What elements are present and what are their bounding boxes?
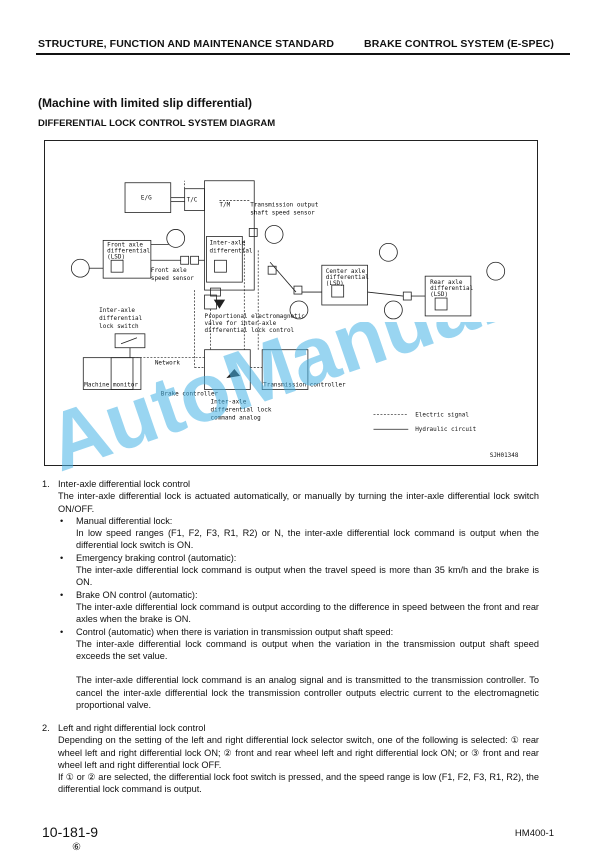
- bullet-variation: • Control (automatic) when there is vari…: [60, 626, 539, 662]
- bullet-emergency: • Emergency braking control (automatic):…: [60, 552, 539, 588]
- network-label: Network: [155, 360, 181, 367]
- brake-controller-box: [204, 349, 251, 390]
- bullet-manual-title: Manual differential lock:: [76, 515, 173, 526]
- transmission-controller-box: [261, 349, 309, 390]
- rear-wheel-left: [384, 300, 403, 320]
- front-diff-label-3: (LSD): [107, 253, 125, 260]
- rear-diff-label-2: differential: [430, 285, 473, 292]
- section-2-number: 2.: [42, 723, 50, 733]
- center-axle-diff-box: [321, 264, 368, 306]
- eg-label: E/G: [141, 195, 152, 202]
- machine-monitor-label: Machine monitor: [84, 381, 138, 388]
- inter-diff-label-2: differential: [210, 247, 253, 254]
- system-diagram: E/G T/C T/M Transmission output shaft sp…: [44, 140, 538, 466]
- valve-box: [204, 294, 217, 310]
- section-2: 2. Left and right differential lock cont…: [42, 722, 539, 796]
- bullet-manual-text: In low speed ranges (F1, F2, F3, R1, R2)…: [76, 528, 539, 551]
- lock-command-label-1: Inter-axle: [210, 398, 246, 405]
- valve-label-2: valve for inter-axle: [205, 320, 277, 327]
- section-2-text-2: If ① or ② are selected, the differential…: [58, 772, 539, 795]
- section-1: 1. Inter-axle differential lock control …: [42, 478, 539, 711]
- front-axle-diff-box: [102, 239, 152, 279]
- transmission-controller-label: Transmission controller: [263, 381, 346, 388]
- revision-mark: ⑥: [72, 842, 81, 853]
- engine-box: [124, 182, 172, 213]
- center-wheel-top: [379, 242, 398, 262]
- tc-label: T/C: [187, 197, 198, 204]
- section-title: DIFFERENTIAL LOCK CONTROL SYSTEM DIAGRAM: [38, 118, 276, 129]
- section-1-intro: The inter-axle differential lock is actu…: [58, 491, 539, 514]
- inter-axle-diff-box: [206, 236, 243, 283]
- section-1-number: 1.: [42, 479, 50, 489]
- bullet-variation-title: Control (automatic) when there is variat…: [76, 626, 394, 637]
- front-wheel-top: [166, 229, 186, 248]
- bullet-variation-text: The inter-axle differential lock command…: [76, 638, 539, 662]
- front-diff-label-1: Front axle: [107, 241, 143, 248]
- bullet-brake-on-title: Brake ON control (automatic):: [76, 589, 198, 600]
- tm-label: T/M: [219, 202, 230, 209]
- section-1-title: Inter-axle differential lock control: [58, 479, 191, 489]
- center-diff-label-2: differential: [326, 274, 369, 281]
- page-number: 10-181-9: [42, 824, 99, 840]
- valve-label-3: differential lock control: [205, 327, 295, 334]
- brake-controller-label: Brake controller: [161, 390, 219, 397]
- lock-command-label-2: differential lock: [210, 406, 271, 413]
- bullet-brake-on: • Brake ON control (automatic): The inte…: [60, 589, 539, 625]
- tm-sensor-label-2: shaft speed sensor: [250, 210, 315, 217]
- rear-diff-label-3: (LSD): [430, 291, 448, 298]
- upper-wheel: [264, 225, 284, 244]
- transmission-box: [204, 180, 255, 291]
- section-2-title: Left and right differential lock control: [58, 723, 206, 733]
- model-code: HM400-1: [514, 828, 554, 839]
- inter-diff-label-1: Inter-axle: [210, 239, 246, 246]
- rear-diff-label-1: Rear axle: [430, 279, 463, 286]
- bullet-manual: • Manual differential lock: In low speed…: [60, 515, 539, 551]
- machine-monitor-box: [82, 357, 134, 390]
- diagram-code: SJH01348: [490, 452, 519, 459]
- rear-axle-diff-box: [424, 275, 472, 317]
- diagram-svg: E/G T/C T/M Transmission output shaft sp…: [70, 180, 519, 459]
- front-sensor-label-1: Front axle: [151, 267, 187, 274]
- legend-hydraulic-label: Hydraulic circuit: [415, 426, 476, 433]
- center-wheel-left: [289, 300, 309, 320]
- section-2-text: Depending on the setting of the left and…: [58, 735, 539, 770]
- rear-wheel-top: [486, 261, 506, 281]
- lock-switch-label-2: differential: [99, 315, 142, 322]
- lock-switch-label-1: Inter-axle: [99, 307, 135, 314]
- lock-switch-label-3: lock switch: [99, 323, 139, 330]
- center-diff-label-1: Center axle: [326, 268, 366, 275]
- lock-command-label-3: command analog: [210, 414, 261, 421]
- front-sensor-label-2: speed sensor: [151, 275, 194, 282]
- header-rule: [36, 53, 570, 55]
- bullet-brake-on-text: The inter-axle differential lock command…: [76, 601, 539, 625]
- valve-label-1: Proportional electromagnetic: [205, 313, 306, 320]
- section-1-note: The inter-axle differential lock command…: [76, 675, 539, 711]
- bullet-emergency-title: Emergency braking control (automatic):: [76, 552, 237, 563]
- header-left: STRUCTURE, FUNCTION AND MAINTENANCE STAN…: [38, 38, 335, 50]
- front-diff-label-2: differential: [107, 247, 150, 254]
- center-diff-label-3: (LSD): [326, 280, 344, 287]
- header-right: BRAKE CONTROL SYSTEM (E-SPEC): [364, 38, 554, 50]
- tm-sensor-label-1: Transmission output: [250, 202, 318, 209]
- front-wheel-left: [70, 258, 90, 278]
- bullet-emergency-text: The inter-axle differential lock command…: [76, 565, 539, 588]
- legend-electric-label: Electric signal: [415, 411, 469, 418]
- subtitle: (Machine with limited slip differential): [38, 96, 253, 110]
